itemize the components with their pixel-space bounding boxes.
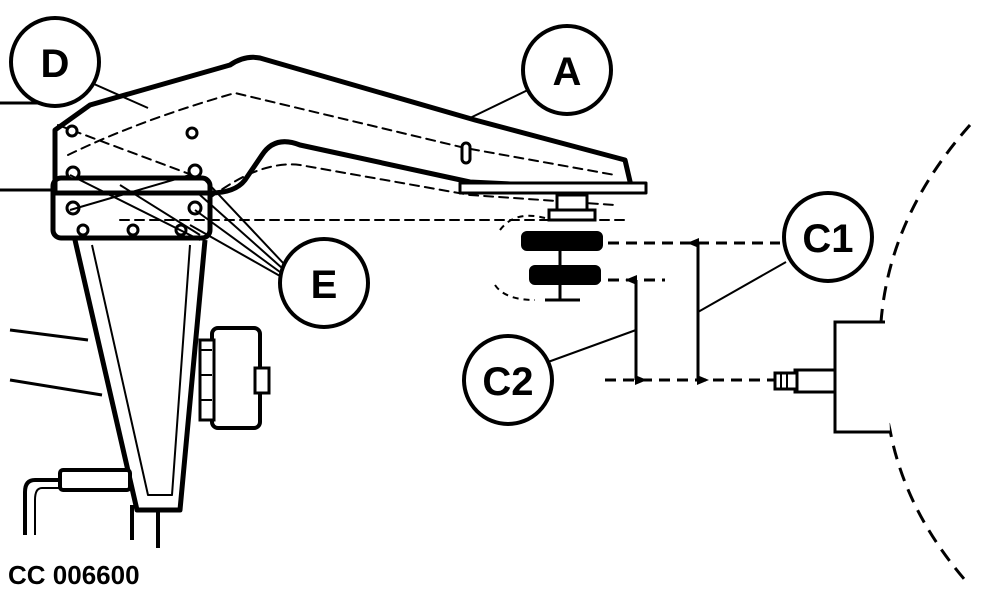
callout-e-label: E (311, 263, 338, 307)
dimension-arrows (625, 238, 709, 385)
arm-outer-outline (52, 54, 635, 196)
nozzle-assembly (494, 193, 603, 302)
reference-code: CC 006600 (8, 560, 140, 590)
callout-d-label: D (41, 42, 70, 86)
callout-e-circle (278, 237, 370, 329)
leader-lines (84, 79, 787, 363)
bracing (69, 174, 201, 241)
callout-labels: A D C1 C2 E (41, 42, 854, 404)
hose-fitting (23, 468, 132, 535)
callout-d-circle (9, 16, 101, 108)
target-object (773, 124, 972, 581)
motor-housing (198, 326, 271, 430)
mounting-plate (50, 175, 213, 241)
arm-dashed-outline (67, 92, 616, 206)
callout-a-circle (521, 24, 613, 116)
bolts (65, 124, 472, 237)
callout-circles (9, 16, 874, 426)
callout-c2-label: C2 (482, 360, 533, 404)
measurement-lines (590, 241, 780, 382)
support-column (72, 239, 208, 548)
callout-a-label: A (553, 50, 582, 94)
callout-c2-circle (462, 334, 554, 426)
callout-c1-circle (782, 191, 874, 283)
arm-assembly (50, 54, 648, 241)
callout-c1-label: C1 (802, 217, 853, 261)
